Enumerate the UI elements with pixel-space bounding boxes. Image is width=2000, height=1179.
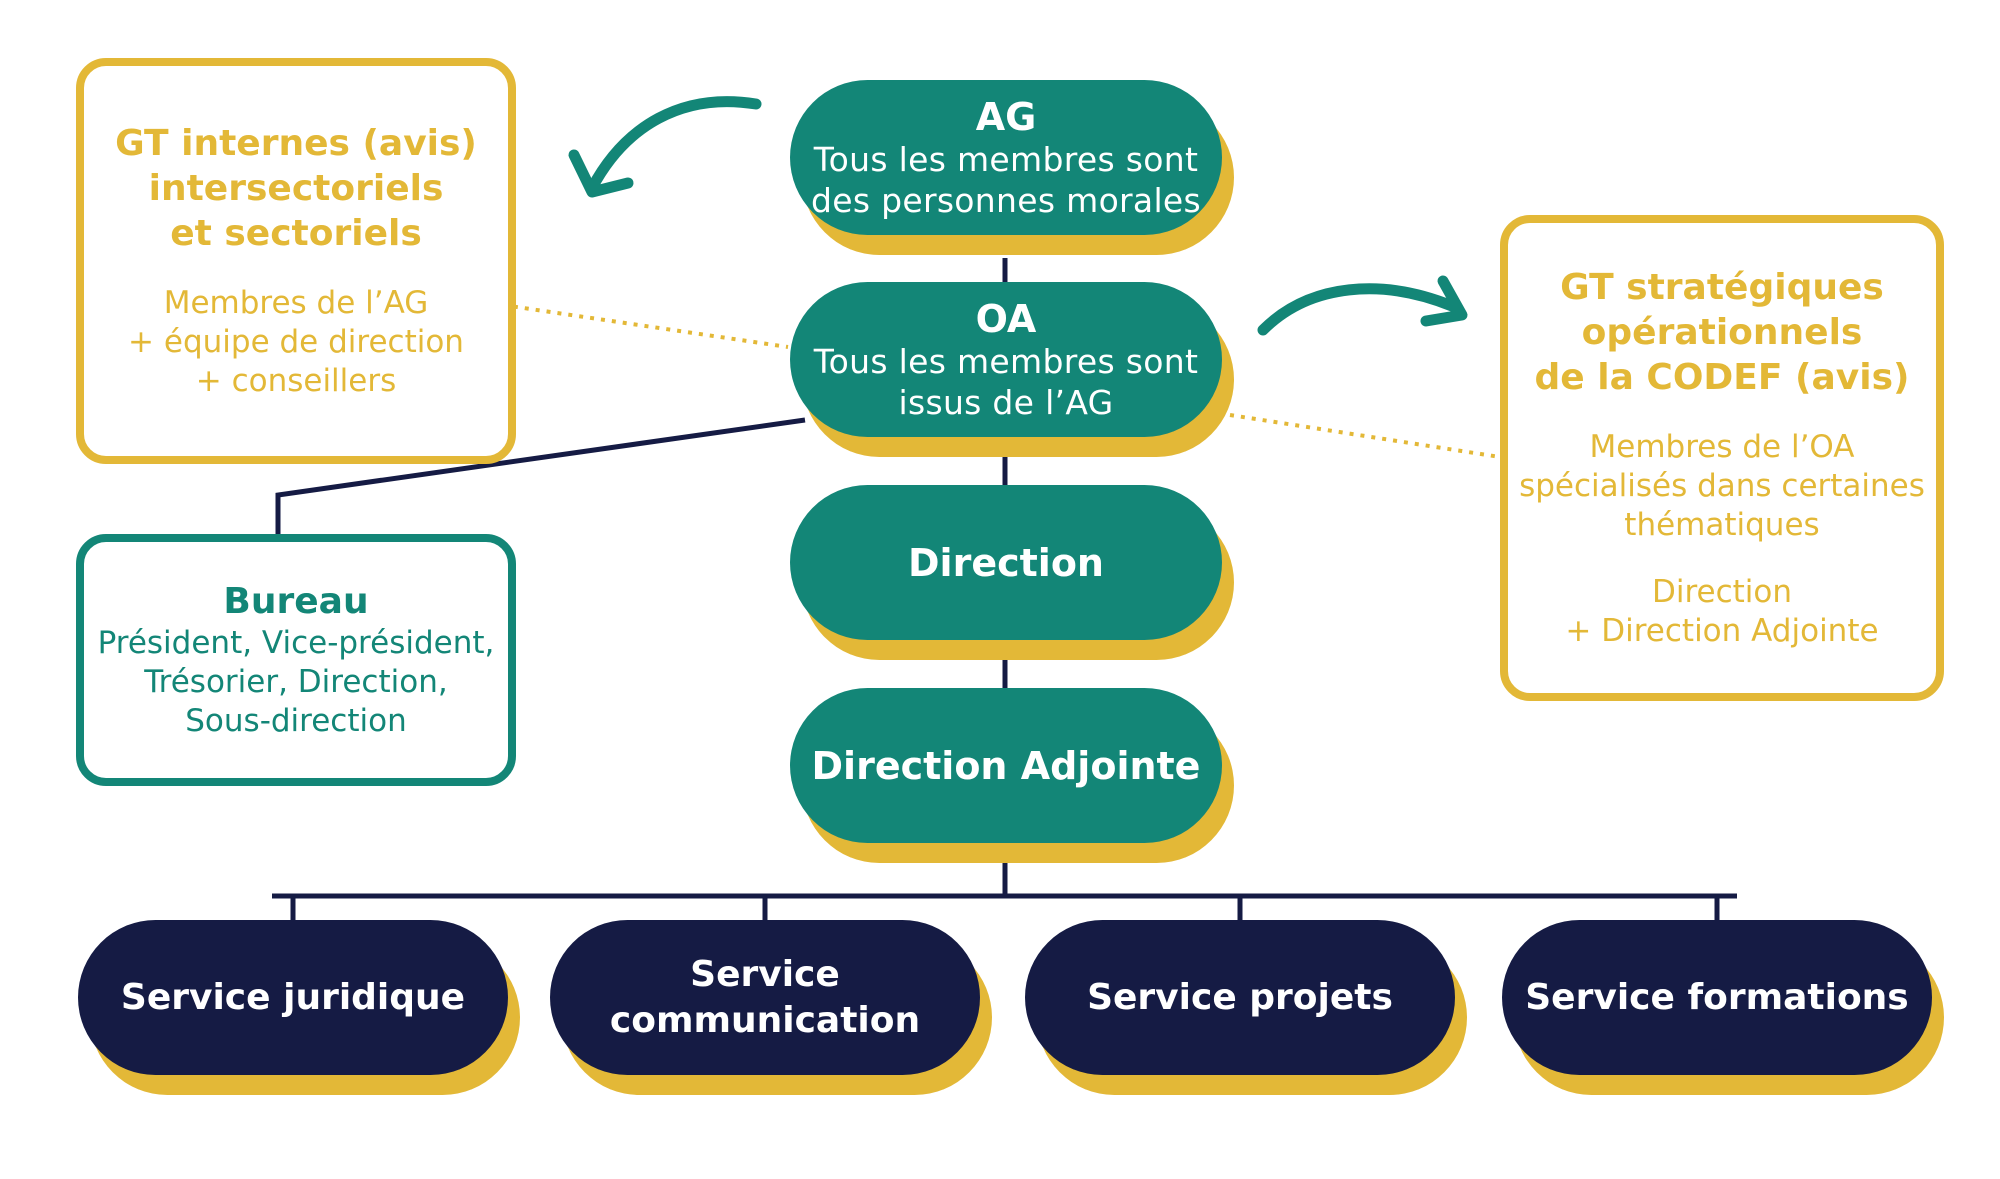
arrow-head-right <box>1420 275 1468 327</box>
service-formations: Service formations <box>1502 920 1932 1075</box>
node-direction-adjointe-title: Direction Adjointe <box>811 743 1201 788</box>
gt-internes-title-1: GT internes (avis) <box>115 123 477 164</box>
gt-strategiques-title-3: de la CODEF (avis) <box>1534 357 1910 398</box>
arrow-curve-left <box>586 96 762 194</box>
panel-gt-internes: GT internes (avis) intersectoriels et se… <box>76 58 516 464</box>
gt-internes-title-3: et sectoriels <box>170 213 422 254</box>
gt-strategiques-title-2: opérationnels <box>1581 312 1863 353</box>
dotted-link-gt-strategiques <box>1229 413 1501 459</box>
connector-oa-bureau <box>275 417 806 536</box>
gt-strategiques-member-3: thématiques <box>1624 507 1820 543</box>
bureau-title: Bureau <box>223 581 369 622</box>
gt-internes-member-2: + équipe de direction <box>128 324 464 360</box>
node-ag: AG Tous les membres sont des personnes m… <box>790 80 1222 235</box>
panel-bureau: Bureau Président, Vice-président, Trésor… <box>76 534 516 786</box>
gt-strategiques-member-2: spécialisés dans certaines <box>1519 468 1925 504</box>
bureau-line-2: Trésorier, Direction, <box>144 664 448 700</box>
gt-strategiques-title-1: GT stratégiques <box>1560 267 1884 308</box>
node-direction: Direction <box>790 485 1222 640</box>
node-oa-line-2: issus de l’AG <box>898 382 1114 422</box>
arrow-head-left <box>568 149 634 198</box>
service-juridique-label: Service juridique <box>120 976 466 1018</box>
gt-internes-member-3: + conseillers <box>195 363 397 399</box>
gt-strategiques-direction-1: Direction <box>1651 574 1793 610</box>
dotted-link-gt-internes <box>502 303 789 349</box>
panel-gt-strategiques: GT stratégiques opérationnels de la CODE… <box>1500 215 1944 701</box>
bureau-line-1: Président, Vice-président, <box>97 625 495 661</box>
service-projets-label: Service projets <box>1087 976 1393 1018</box>
node-ag-line-2: des personnes morales <box>810 180 1202 220</box>
gt-internes-member-1: Membres de l’AG <box>163 285 429 321</box>
gt-strategiques-direction-2: + Direction Adjointe <box>1565 613 1879 649</box>
service-projets: Service projets <box>1025 920 1455 1075</box>
gt-strategiques-member-1: Membres de l’OA <box>1589 429 1855 465</box>
node-direction-title: Direction <box>908 540 1104 585</box>
node-oa-line-1: Tous les membres sont <box>813 341 1199 381</box>
node-direction-adjointe: Direction Adjointe <box>790 688 1222 843</box>
node-ag-title: AG <box>975 94 1037 139</box>
node-oa-title: OA <box>975 296 1037 341</box>
service-communication-label-1: Service <box>690 953 840 995</box>
gt-internes-title-2: intersectoriels <box>148 168 444 209</box>
bureau-line-3: Sous-direction <box>185 703 407 739</box>
service-communication-label-2: communication <box>609 999 921 1041</box>
node-oa: OA Tous les membres sont issus de l’AG <box>790 282 1222 437</box>
arrow-curve-right <box>1257 283 1458 336</box>
service-communication: Service communication <box>550 920 980 1075</box>
node-ag-line-1: Tous les membres sont <box>813 139 1199 179</box>
service-formations-label: Service formations <box>1525 976 1909 1018</box>
service-juridique: Service juridique <box>78 920 508 1075</box>
